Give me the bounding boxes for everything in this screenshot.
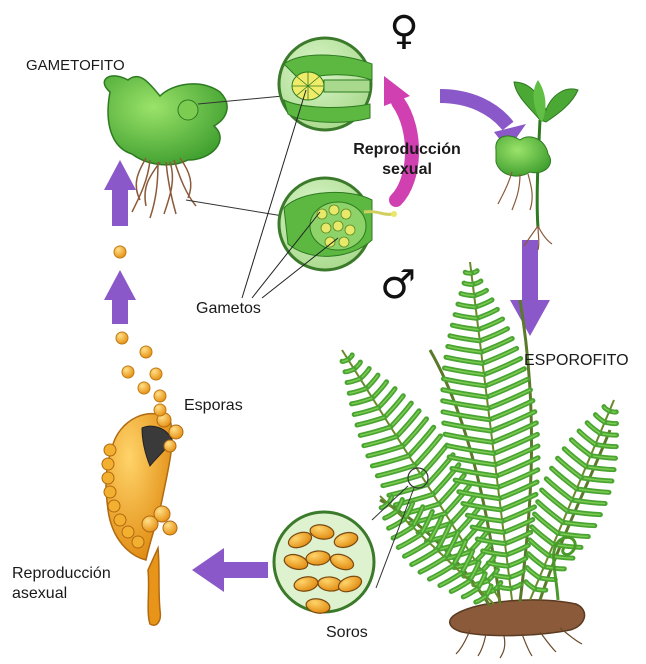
frond-right — [526, 400, 617, 600]
label-reproduccion-asexual: Reproducción asexual — [12, 564, 111, 604]
sporangium-stalk — [148, 548, 160, 625]
label-soros: Soros — [326, 624, 368, 642]
label-esporas: Esporas — [184, 397, 243, 415]
sori-zoom-circle — [274, 512, 374, 615]
label-reproduccion-sexual-line2: sexual — [344, 160, 470, 180]
label-gametofito: GAMETOFITO — [26, 57, 125, 74]
archegonium-zoom-circle — [279, 38, 372, 130]
sporangium — [102, 413, 183, 625]
arrow-up-lower — [104, 270, 136, 324]
label-esporofito: ESPOROFITO — [524, 352, 629, 370]
fern-fronds — [342, 262, 617, 604]
label-reproduccion-sexual-line1: Reproducción — [344, 140, 470, 160]
female-symbol: ♀ — [389, 8, 418, 54]
young-sporophyte — [496, 80, 578, 250]
archegonium-region — [178, 100, 198, 120]
rhizoids — [132, 158, 196, 218]
arrow-down-to-sporophyte — [510, 240, 550, 336]
label-reproduccion-asexual-line2: asexual — [12, 584, 111, 604]
label-reproduccion-asexual-line1: Reproducción — [12, 564, 111, 584]
floating-spores — [114, 246, 166, 416]
label-reproduccion-sexual: Reproducción sexual — [344, 140, 470, 180]
arrow-up-upper — [104, 160, 136, 226]
male-symbol: ♂ — [380, 262, 416, 308]
adult-sporophyte-fern — [342, 262, 617, 658]
label-gametos: Gametos — [196, 300, 261, 318]
sexual-reproduction-arrow — [384, 76, 412, 200]
arrow-left-to-sporangium — [192, 548, 268, 592]
antheridium-zoom-circle — [279, 178, 397, 270]
